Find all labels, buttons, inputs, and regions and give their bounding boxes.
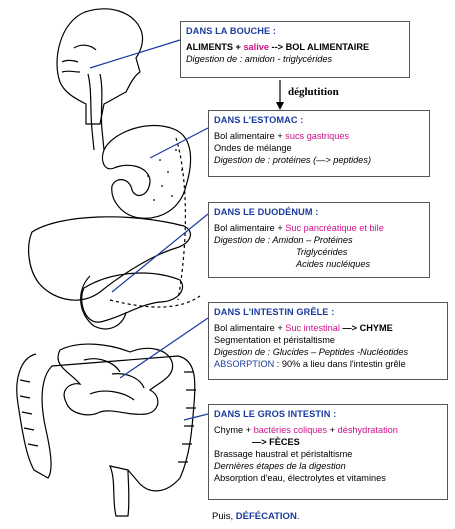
text-suc-intestinal: Suc intestinal [285, 323, 340, 333]
pancreas [82, 273, 183, 322]
box-intestin-grele-title: DANS L'INTESTIN GRÊLE : [214, 306, 442, 318]
liver [29, 217, 191, 300]
box-bouche-line-2: Digestion de : amidon - triglycérides [186, 53, 404, 65]
final-defecation-line: Puis, DÉFÉCATION. [212, 511, 299, 522]
text-plus: + [327, 425, 337, 435]
head-outline [57, 9, 143, 124]
stomach [102, 126, 190, 219]
box-intestin-grele-line-2: Segmentation et péristaltisme [214, 334, 442, 346]
box-intestin-grele-line-3: Digestion de : Glucides – Peptides -Nucl… [214, 346, 442, 358]
box-duodenum-title: DANS LE DUODÉNUM : [214, 206, 424, 218]
large-intestine [17, 354, 195, 491]
box-intestin-grele-line-4: ABSORPTION : 90% a lieu dans l'intestin … [214, 358, 442, 370]
small-intestine [58, 344, 173, 415]
esophagus [88, 74, 104, 150]
text-chyme: —> CHYME [340, 323, 393, 333]
text-suc-pancreatique: Suc pancréatique et bile [285, 223, 384, 233]
box-estomac-line-3: Digestion de : protéines (—> peptides) [214, 154, 424, 166]
box-duodenum-line-4: Acides nucléiques [214, 258, 424, 270]
box-estomac-line-2: Ondes de mélange [214, 142, 424, 154]
deglutition-arrow [276, 80, 284, 110]
text-bol-alimentaire: Bol alimentaire + [214, 323, 285, 333]
box-duodenum-line-1: Bol alimentaire + Suc pancréatique et bi… [214, 222, 424, 234]
connector-lines [90, 40, 208, 420]
text-period: . [297, 511, 300, 522]
text-salive: salive [243, 42, 269, 52]
box-estomac: DANS L'ESTOMAC : Bol alimentaire + sucs … [208, 110, 430, 177]
text-defecation: DÉFÉCATION [236, 511, 297, 522]
box-gros-intestin: DANS LE GROS INTESTIN : Chyme + bactérie… [208, 404, 448, 500]
text-bacteries-coliques: bactéries coliques [254, 425, 328, 435]
text-absorption: ABSORPTION [214, 359, 274, 369]
text-puis: Puis, [212, 511, 236, 522]
text-bol-alimentaire: Bol alimentaire + [214, 223, 285, 233]
box-duodenum: DANS LE DUODÉNUM : Bol alimentaire + Suc… [208, 202, 430, 278]
box-gros-intestin-line-4: Dernières étapes de la digestion [214, 460, 442, 472]
nasal-cavity [74, 45, 96, 50]
box-gros-intestin-line-5: Absorption d'eau, électrolytes et vitami… [214, 472, 442, 484]
text-absorption-detail: : 90% a lieu dans l'intestin grêle [274, 359, 405, 369]
text-aliments: ALIMENTS + [186, 42, 243, 52]
box-bouche-title: DANS LA BOUCHE : [186, 25, 404, 37]
box-duodenum-line-2: Digestion de : Amidon – Protéines [214, 234, 424, 246]
box-intestin-grele: DANS L'INTESTIN GRÊLE : Bol alimentaire … [208, 302, 448, 380]
text-sucs-gastriques: sucs gastriques [285, 131, 349, 141]
box-estomac-title: DANS L'ESTOMAC : [214, 114, 424, 126]
text-bol-alimentaire: --> BOL ALIMENTAIRE [269, 42, 369, 52]
colon-haustra [20, 372, 196, 462]
box-bouche-line-1: ALIMENTS + salive --> BOL ALIMENTAIRE [186, 41, 404, 53]
deglutition-label: déglutition [288, 86, 339, 98]
text-bol-alimentaire: Bol alimentaire + [214, 131, 285, 141]
text-chyme: Chyme + [214, 425, 254, 435]
box-estomac-line-1: Bol alimentaire + sucs gastriques [214, 130, 424, 142]
box-intestin-grele-line-1: Bol alimentaire + Suc intestinal —> CHYM… [214, 322, 442, 334]
mouth-region [62, 61, 80, 73]
box-gros-intestin-line-1: Chyme + bactéries coliques + déshydratat… [214, 424, 442, 436]
text-deshydratation: déshydratation [338, 425, 398, 435]
box-gros-intestin-line-3: Brassage haustral et péristaltisme [214, 448, 442, 460]
box-bouche: DANS LA BOUCHE : ALIMENTS + salive --> B… [180, 21, 410, 78]
box-duodenum-line-3: Triglycérides [214, 246, 424, 258]
rectum [110, 466, 129, 516]
box-gros-intestin-line-2: —> FÈCES [214, 436, 442, 448]
box-gros-intestin-title: DANS LE GROS INTESTIN : [214, 408, 442, 420]
